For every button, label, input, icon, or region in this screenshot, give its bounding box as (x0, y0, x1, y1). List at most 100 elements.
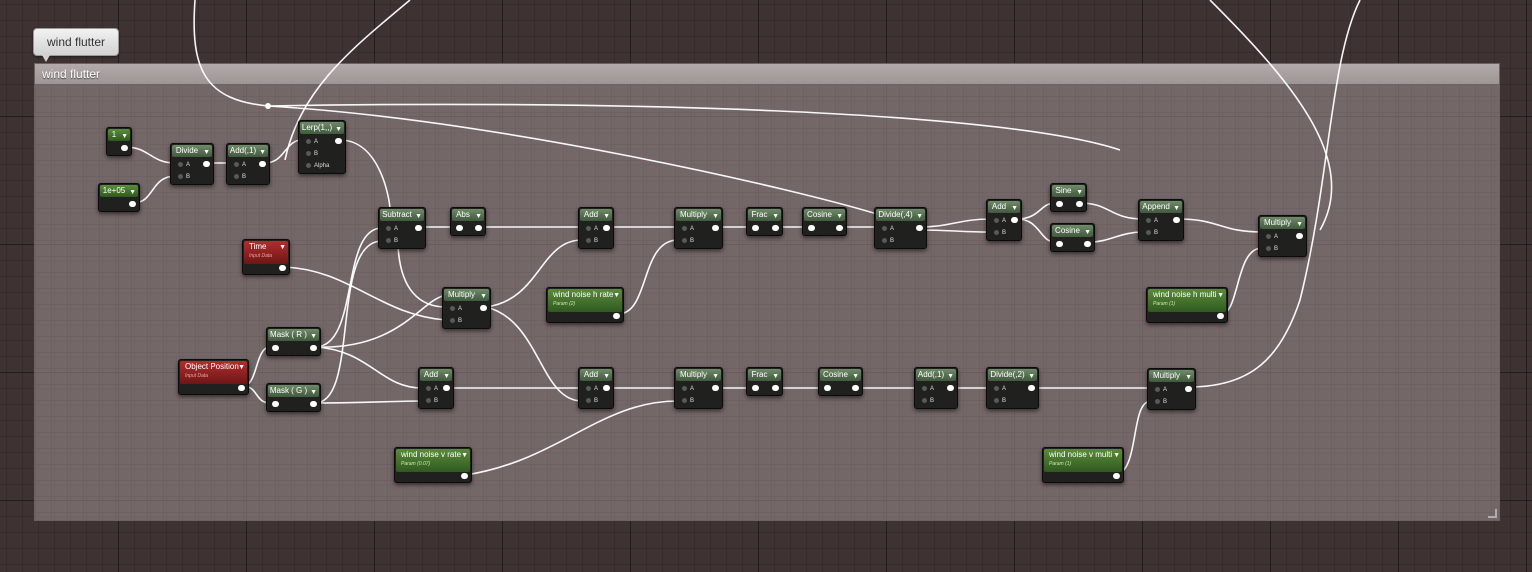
input-pin-a[interactable]: A (1265, 234, 1279, 240)
output-pin[interactable] (852, 385, 859, 391)
output-pin[interactable] (443, 385, 450, 391)
sine-node[interactable]: Sine▼ (1050, 183, 1087, 212)
collapse-arrow-icon[interactable]: ▼ (1173, 205, 1180, 212)
divide-node[interactable]: Divide(,4)▼ A B (874, 207, 927, 249)
collapse-arrow-icon[interactable]: ▼ (121, 133, 128, 140)
collapse-arrow-icon[interactable]: ▼ (259, 149, 266, 156)
constant-node[interactable]: 1e+05▼ (98, 183, 140, 212)
collapse-arrow-icon[interactable]: ▼ (480, 293, 487, 300)
add-node[interactable]: Add(,1)▼ A B (226, 143, 270, 185)
comment-title[interactable]: wind flutter (35, 64, 1499, 84)
resize-handle[interactable] (1488, 509, 1497, 518)
cosine-node[interactable]: Cosine▼ (1050, 223, 1095, 252)
output-pin[interactable] (238, 385, 245, 391)
output-pin[interactable] (1011, 217, 1018, 223)
input-pin-a[interactable]: A (1145, 218, 1159, 224)
collapse-arrow-icon[interactable]: ▼ (310, 333, 317, 340)
collapse-arrow-icon[interactable]: ▼ (475, 213, 482, 220)
mask-g-node[interactable]: Mask ( G )▼ (266, 383, 321, 412)
input-pin-a[interactable]: A (425, 386, 439, 392)
output-pin[interactable] (461, 473, 468, 479)
output-pin[interactable] (1217, 313, 1224, 319)
collapse-arrow-icon[interactable]: ▼ (712, 213, 719, 220)
collapse-arrow-icon[interactable]: ▼ (1011, 205, 1018, 212)
input-pin[interactable] (824, 385, 831, 391)
output-pin[interactable] (1173, 217, 1180, 223)
collapse-arrow-icon[interactable]: ▼ (310, 389, 317, 396)
collapse-arrow-icon[interactable]: ▼ (415, 213, 422, 220)
input-pin-b[interactable]: B (233, 174, 247, 180)
collapse-arrow-icon[interactable]: ▼ (1084, 229, 1091, 236)
collapse-arrow-icon[interactable]: ▼ (1113, 452, 1120, 459)
input-pin-b[interactable]: B (1154, 399, 1168, 405)
input-pin[interactable] (456, 225, 463, 231)
output-pin[interactable] (310, 401, 317, 407)
output-pin[interactable] (1076, 201, 1083, 207)
input-pin-b[interactable]: B (681, 238, 695, 244)
input-pin[interactable] (752, 385, 759, 391)
mask-r-node[interactable]: Mask ( R )▼ (266, 327, 321, 356)
output-pin[interactable] (613, 313, 620, 319)
collapse-arrow-icon[interactable]: ▼ (279, 244, 286, 251)
constant-node[interactable]: 1▼ (106, 127, 132, 156)
input-pin-b[interactable]: B (993, 230, 1007, 236)
input-pin-b[interactable]: B (585, 238, 599, 244)
output-pin[interactable] (1185, 386, 1192, 392)
append-node[interactable]: Append▼ A B (1138, 199, 1184, 241)
comment-box-wind-flutter[interactable]: wind flutter (34, 63, 1500, 521)
collapse-arrow-icon[interactable]: ▼ (1296, 221, 1303, 228)
input-pin-b[interactable]: B (1265, 246, 1279, 252)
output-pin[interactable] (203, 161, 210, 167)
output-pin[interactable] (121, 145, 128, 151)
input-pin[interactable] (272, 345, 279, 351)
output-pin[interactable] (1084, 241, 1091, 247)
input-pin-a[interactable]: A (233, 162, 247, 168)
output-pin[interactable] (129, 201, 136, 207)
collapse-arrow-icon[interactable]: ▼ (443, 373, 450, 380)
frac-node[interactable]: Frac▼ (746, 367, 783, 396)
collapse-arrow-icon[interactable]: ▼ (712, 373, 719, 380)
collapse-arrow-icon[interactable]: ▼ (772, 373, 779, 380)
input-pin-b[interactable]: B (585, 398, 599, 404)
collapse-arrow-icon[interactable]: ▼ (1185, 374, 1192, 381)
output-pin[interactable] (947, 385, 954, 391)
input-pin-a[interactable]: A (993, 218, 1007, 224)
comment-bubble[interactable]: wind flutter (33, 28, 119, 62)
output-pin[interactable] (916, 225, 923, 231)
output-pin[interactable] (279, 265, 286, 271)
collapse-arrow-icon[interactable]: ▼ (947, 373, 954, 380)
lerp-node[interactable]: Lerp(1,,)▼ A B Alpha (298, 120, 346, 174)
collapse-arrow-icon[interactable]: ▼ (603, 213, 610, 220)
input-pin-a[interactable]: A (881, 226, 895, 232)
output-pin[interactable] (603, 225, 610, 231)
input-pin-b[interactable]: B (449, 318, 463, 324)
output-pin[interactable] (259, 161, 266, 167)
add-node[interactable]: Add▼ A B (578, 367, 614, 409)
output-pin[interactable] (475, 225, 482, 231)
collapse-arrow-icon[interactable]: ▼ (916, 213, 923, 220)
input-pin-b[interactable]: B (921, 398, 935, 404)
input-pin-b[interactable]: B (681, 398, 695, 404)
input-pin-b[interactable]: B (993, 398, 1007, 404)
output-pin[interactable] (480, 305, 487, 311)
collapse-arrow-icon[interactable]: ▼ (1076, 189, 1083, 196)
add-node[interactable]: Add▼ A B (578, 207, 614, 249)
input-pin-b[interactable]: B (1145, 230, 1159, 236)
input-pin-a[interactable]: A (1154, 387, 1168, 393)
multiply-node[interactable]: Multiply▼ A B (674, 207, 723, 249)
output-pin[interactable] (1296, 233, 1303, 239)
collapse-arrow-icon[interactable]: ▼ (335, 126, 342, 133)
input-pin-a[interactable]: A (305, 139, 319, 145)
output-pin[interactable] (603, 385, 610, 391)
subtract-node[interactable]: Subtract▼ A B (378, 207, 426, 249)
output-pin[interactable] (310, 345, 317, 351)
output-pin[interactable] (415, 225, 422, 231)
collapse-arrow-icon[interactable]: ▼ (772, 213, 779, 220)
collapse-arrow-icon[interactable]: ▼ (238, 364, 245, 371)
output-pin[interactable] (836, 225, 843, 231)
multiply-node[interactable]: Multiply▼ A B (674, 367, 723, 409)
